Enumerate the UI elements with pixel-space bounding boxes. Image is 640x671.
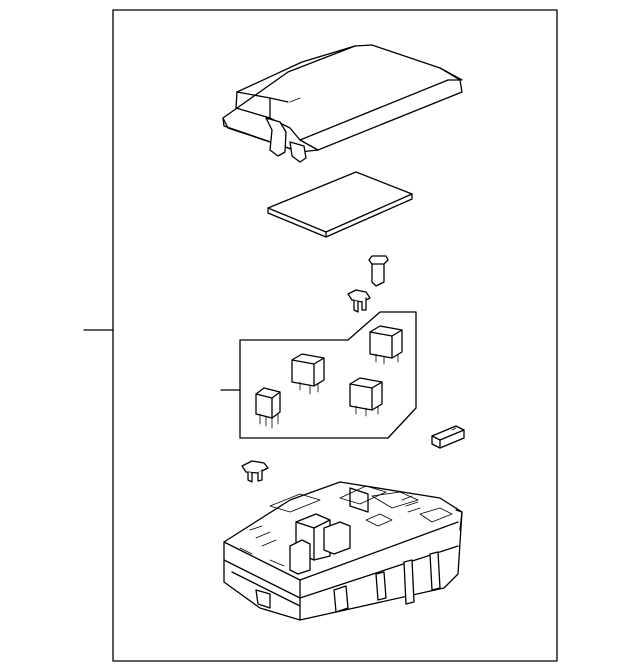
junction-block[interactable] bbox=[223, 481, 463, 621]
relay-3[interactable] bbox=[349, 377, 383, 417]
fuse-small[interactable] bbox=[368, 255, 389, 287]
mini-fuse[interactable] bbox=[431, 425, 465, 449]
relay-4[interactable] bbox=[255, 387, 281, 429]
fuse-clip-upper[interactable] bbox=[347, 289, 371, 313]
assembly-frame bbox=[83, 9, 558, 662]
fuse-clip-lower[interactable] bbox=[241, 460, 269, 483]
relay-kit[interactable] bbox=[220, 311, 417, 439]
relay-1[interactable] bbox=[369, 325, 403, 365]
label-card bbox=[267, 171, 413, 238]
fuse-box-cover[interactable] bbox=[222, 44, 463, 163]
relay-2[interactable] bbox=[291, 353, 325, 395]
